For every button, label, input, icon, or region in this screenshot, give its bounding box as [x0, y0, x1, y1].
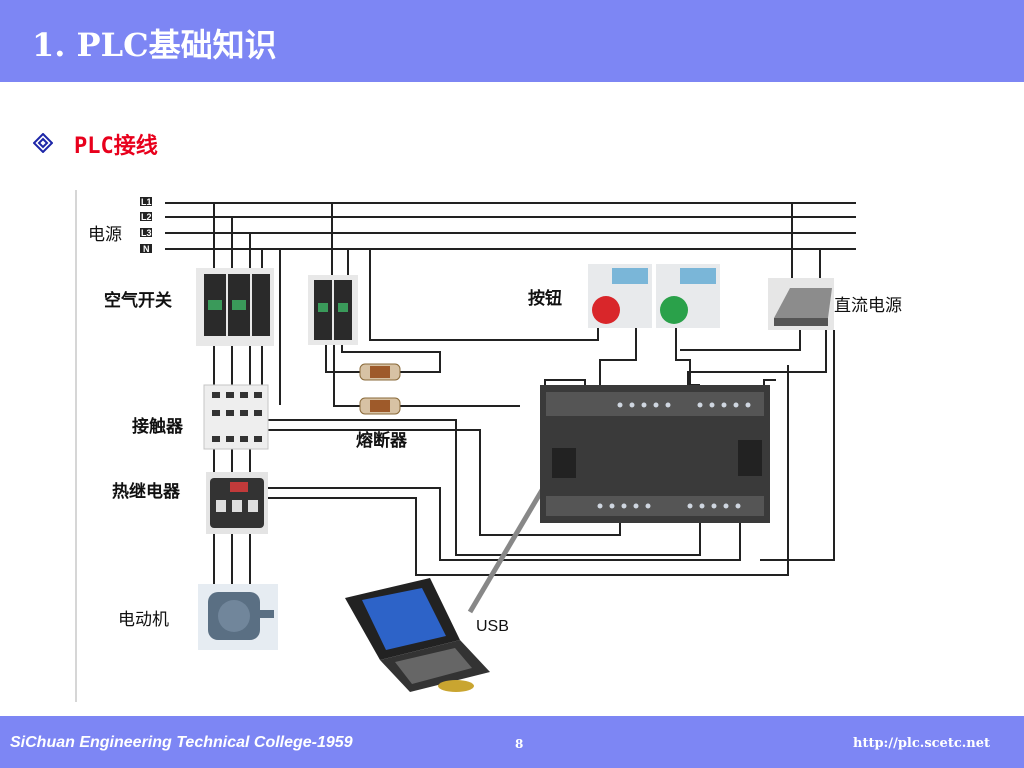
label-contactor: 接触器 [132, 416, 184, 437]
label-fuse: 熔断器 [356, 430, 408, 451]
section-heading: PLC接线 [74, 134, 158, 159]
phase-tag-l2 [140, 212, 152, 221]
phase-label-n: N [143, 244, 150, 254]
diamond-bullet-icon [33, 133, 53, 153]
label-usb: USB [476, 618, 509, 635]
footer-page-number: 8 [515, 737, 524, 751]
laptop-icon [345, 578, 490, 692]
footer-bar: SiChuan Engineering Technical College-19… [0, 716, 1024, 768]
label-air-switch: 空气开关 [104, 290, 172, 311]
label-power-source: 电源 [88, 225, 122, 245]
label-button: 按钮 [528, 288, 562, 309]
label-dc-power: 直流电源 [834, 296, 902, 316]
plc-wiring-diagram: L1 L2 L3 N [75, 190, 902, 702]
phase-bus-lines [165, 202, 856, 250]
footer-college-name: SiChuan Engineering Technical College-19… [10, 734, 353, 751]
phase-label-l3: L3 [141, 228, 152, 238]
phase-label-l2: L2 [141, 212, 152, 222]
page-title: 1. PLC基础知识 [32, 26, 277, 64]
phase-tag-l1 [140, 197, 152, 206]
footer-url: http://plc.scetc.net [853, 736, 990, 751]
label-motor: 电动机 [118, 610, 169, 630]
header-bar: 1. PLC基础知识 [0, 0, 1024, 82]
label-thermal-relay: 热继电器 [112, 481, 181, 502]
phase-tag-n [140, 244, 152, 253]
phase-label-l1: L1 [141, 197, 152, 207]
phase-tag-l3 [140, 228, 152, 237]
